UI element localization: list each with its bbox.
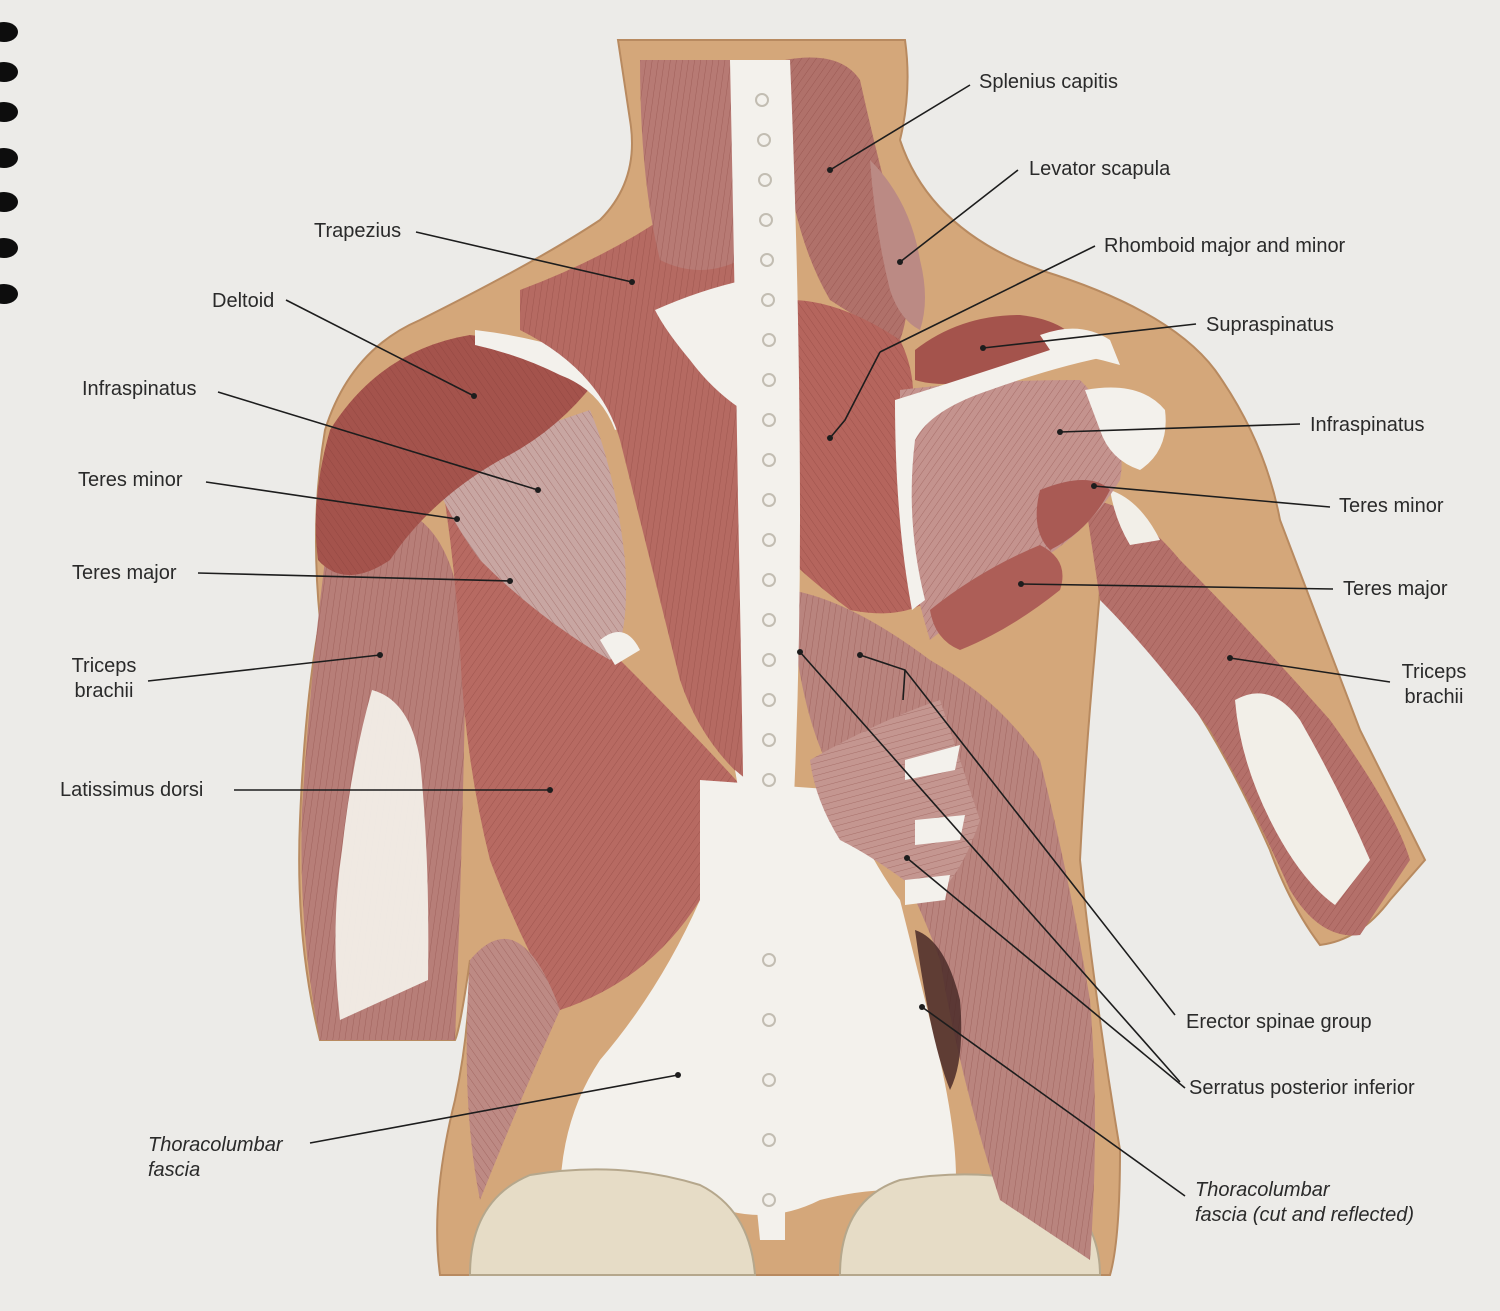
label-trapezius: Trapezius xyxy=(314,220,402,242)
binding-hole xyxy=(0,192,18,212)
binding-hole xyxy=(0,102,18,122)
label-erector-spinae: Erector spinae group xyxy=(1186,1011,1372,1033)
label-teres-major-left: Teres major xyxy=(72,562,177,584)
leader-dots xyxy=(377,167,1233,1078)
label-triceps-left-line2: brachii xyxy=(74,680,134,702)
pelvis-left xyxy=(468,1168,757,1276)
label-latissimus-dorsi: Latissimus dorsi xyxy=(60,779,204,801)
binding-hole xyxy=(0,22,18,42)
label-serratus-posterior-inferior: Serratus posterior inferior xyxy=(1189,1077,1415,1099)
label-triceps-left: Triceps brachii xyxy=(62,654,146,704)
binding-hole xyxy=(0,62,18,82)
label-triceps-left-line1: Triceps xyxy=(71,655,137,677)
binding-hole xyxy=(0,284,18,304)
label-teres-major-right: Teres major xyxy=(1343,578,1448,600)
vertebrae xyxy=(755,93,776,1207)
levator-scapula-muscle xyxy=(870,160,925,330)
right-triceps-tendon xyxy=(1235,693,1370,905)
label-teres-minor-right: Teres minor xyxy=(1339,495,1444,517)
label-infraspinatus-right: Infraspinatus xyxy=(1310,414,1425,436)
left-triceps-tendon xyxy=(335,690,429,1020)
teres-minor-right-muscle xyxy=(1036,480,1110,550)
label-splenius-capitis: Splenius capitis xyxy=(979,71,1118,93)
label-fascia-left-line1: Thoracolumbar xyxy=(148,1134,283,1156)
label-infraspinatus-left: Infraspinatus xyxy=(82,378,197,400)
label-triceps-right: Triceps brachii xyxy=(1392,660,1476,710)
label-rhomboid: Rhomboid major and minor xyxy=(1104,235,1346,257)
leader-lines xyxy=(147,84,1391,1197)
label-thoracolumbar-fascia-left: Thoracolumbar fascia xyxy=(148,1133,283,1183)
label-triceps-right-line1: Triceps xyxy=(1401,661,1467,683)
teres-major-right-muscle xyxy=(930,545,1063,650)
label-triceps-right-line2: brachii xyxy=(1404,686,1464,708)
label-supraspinatus: Supraspinatus xyxy=(1206,314,1334,336)
binding-hole xyxy=(0,148,18,168)
label-thoracolumbar-fascia-right: Thoracolumbar fascia (cut and reflected) xyxy=(1195,1178,1414,1228)
label-levator-scapula: Levator scapula xyxy=(1029,158,1171,180)
label-deltoid: Deltoid xyxy=(212,290,275,312)
label-fascia-right-line2: fascia (cut and reflected) xyxy=(1195,1204,1414,1226)
binding-hole xyxy=(0,238,18,258)
label-fascia-left-line2: fascia xyxy=(148,1159,201,1181)
label-teres-minor-left: Teres minor xyxy=(78,469,183,491)
label-fascia-right-line1: Thoracolumbar xyxy=(1195,1179,1330,1201)
supraspinatus-muscle xyxy=(915,315,1080,384)
